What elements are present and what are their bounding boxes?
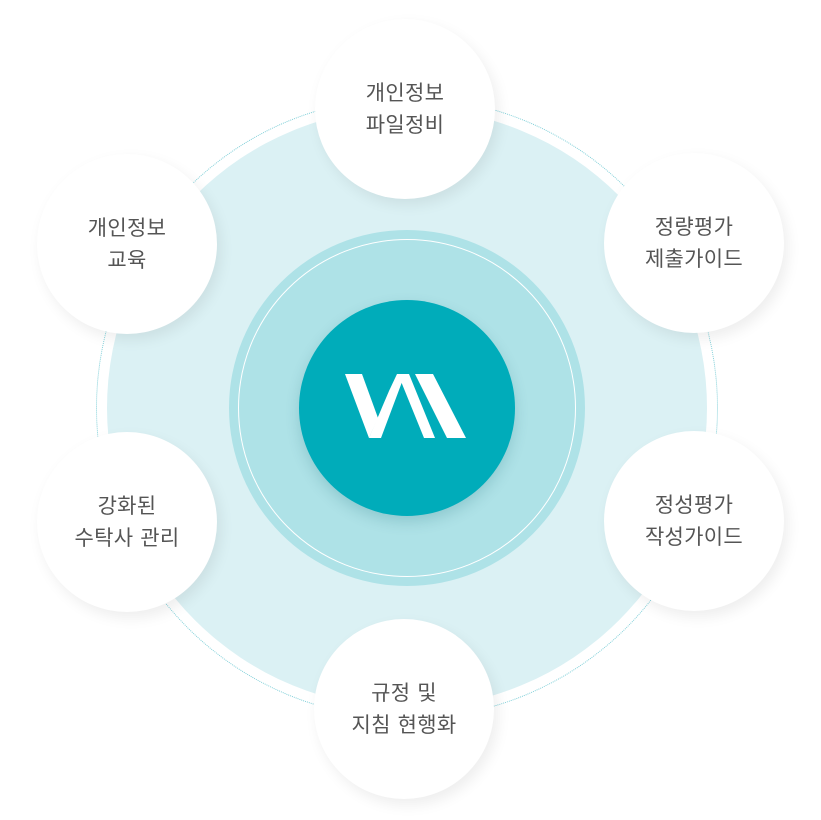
node-label-line: 개인정보 xyxy=(87,216,167,240)
node-regulation-update[interactable]: 규정 및 지침 현행화 xyxy=(314,619,494,799)
node-label-line: 제출가이드 xyxy=(644,247,744,271)
node-label-line: 파일정비 xyxy=(365,113,445,137)
node-label-line: 수탁사 관리 xyxy=(74,526,180,550)
node-label-line: 개인정보 xyxy=(365,81,445,105)
inner-white-ring xyxy=(238,239,576,577)
vii-logo-icon xyxy=(345,374,466,438)
node-personal-info-education[interactable]: 개인정보 교육 xyxy=(37,154,217,334)
node-label-line: 정량평가 xyxy=(654,215,734,239)
node-label-line: 작성가이드 xyxy=(644,525,744,549)
node-contractor-management[interactable]: 강화된 수탁사 관리 xyxy=(37,432,217,612)
node-label-line: 교육 xyxy=(107,248,147,272)
center-logo-disc xyxy=(299,300,515,516)
node-label-line: 강화된 xyxy=(97,494,157,518)
node-personal-info-file[interactable]: 개인정보 파일정비 xyxy=(315,19,495,199)
node-label-line: 정성평가 xyxy=(654,493,734,517)
node-qualitative-eval-guide[interactable]: 정성평가 작성가이드 xyxy=(604,431,784,611)
node-label-line: 규정 및 xyxy=(371,681,437,705)
node-quantitative-eval-guide[interactable]: 정량평가 제출가이드 xyxy=(604,153,784,333)
node-label-line: 지침 현행화 xyxy=(351,713,457,737)
